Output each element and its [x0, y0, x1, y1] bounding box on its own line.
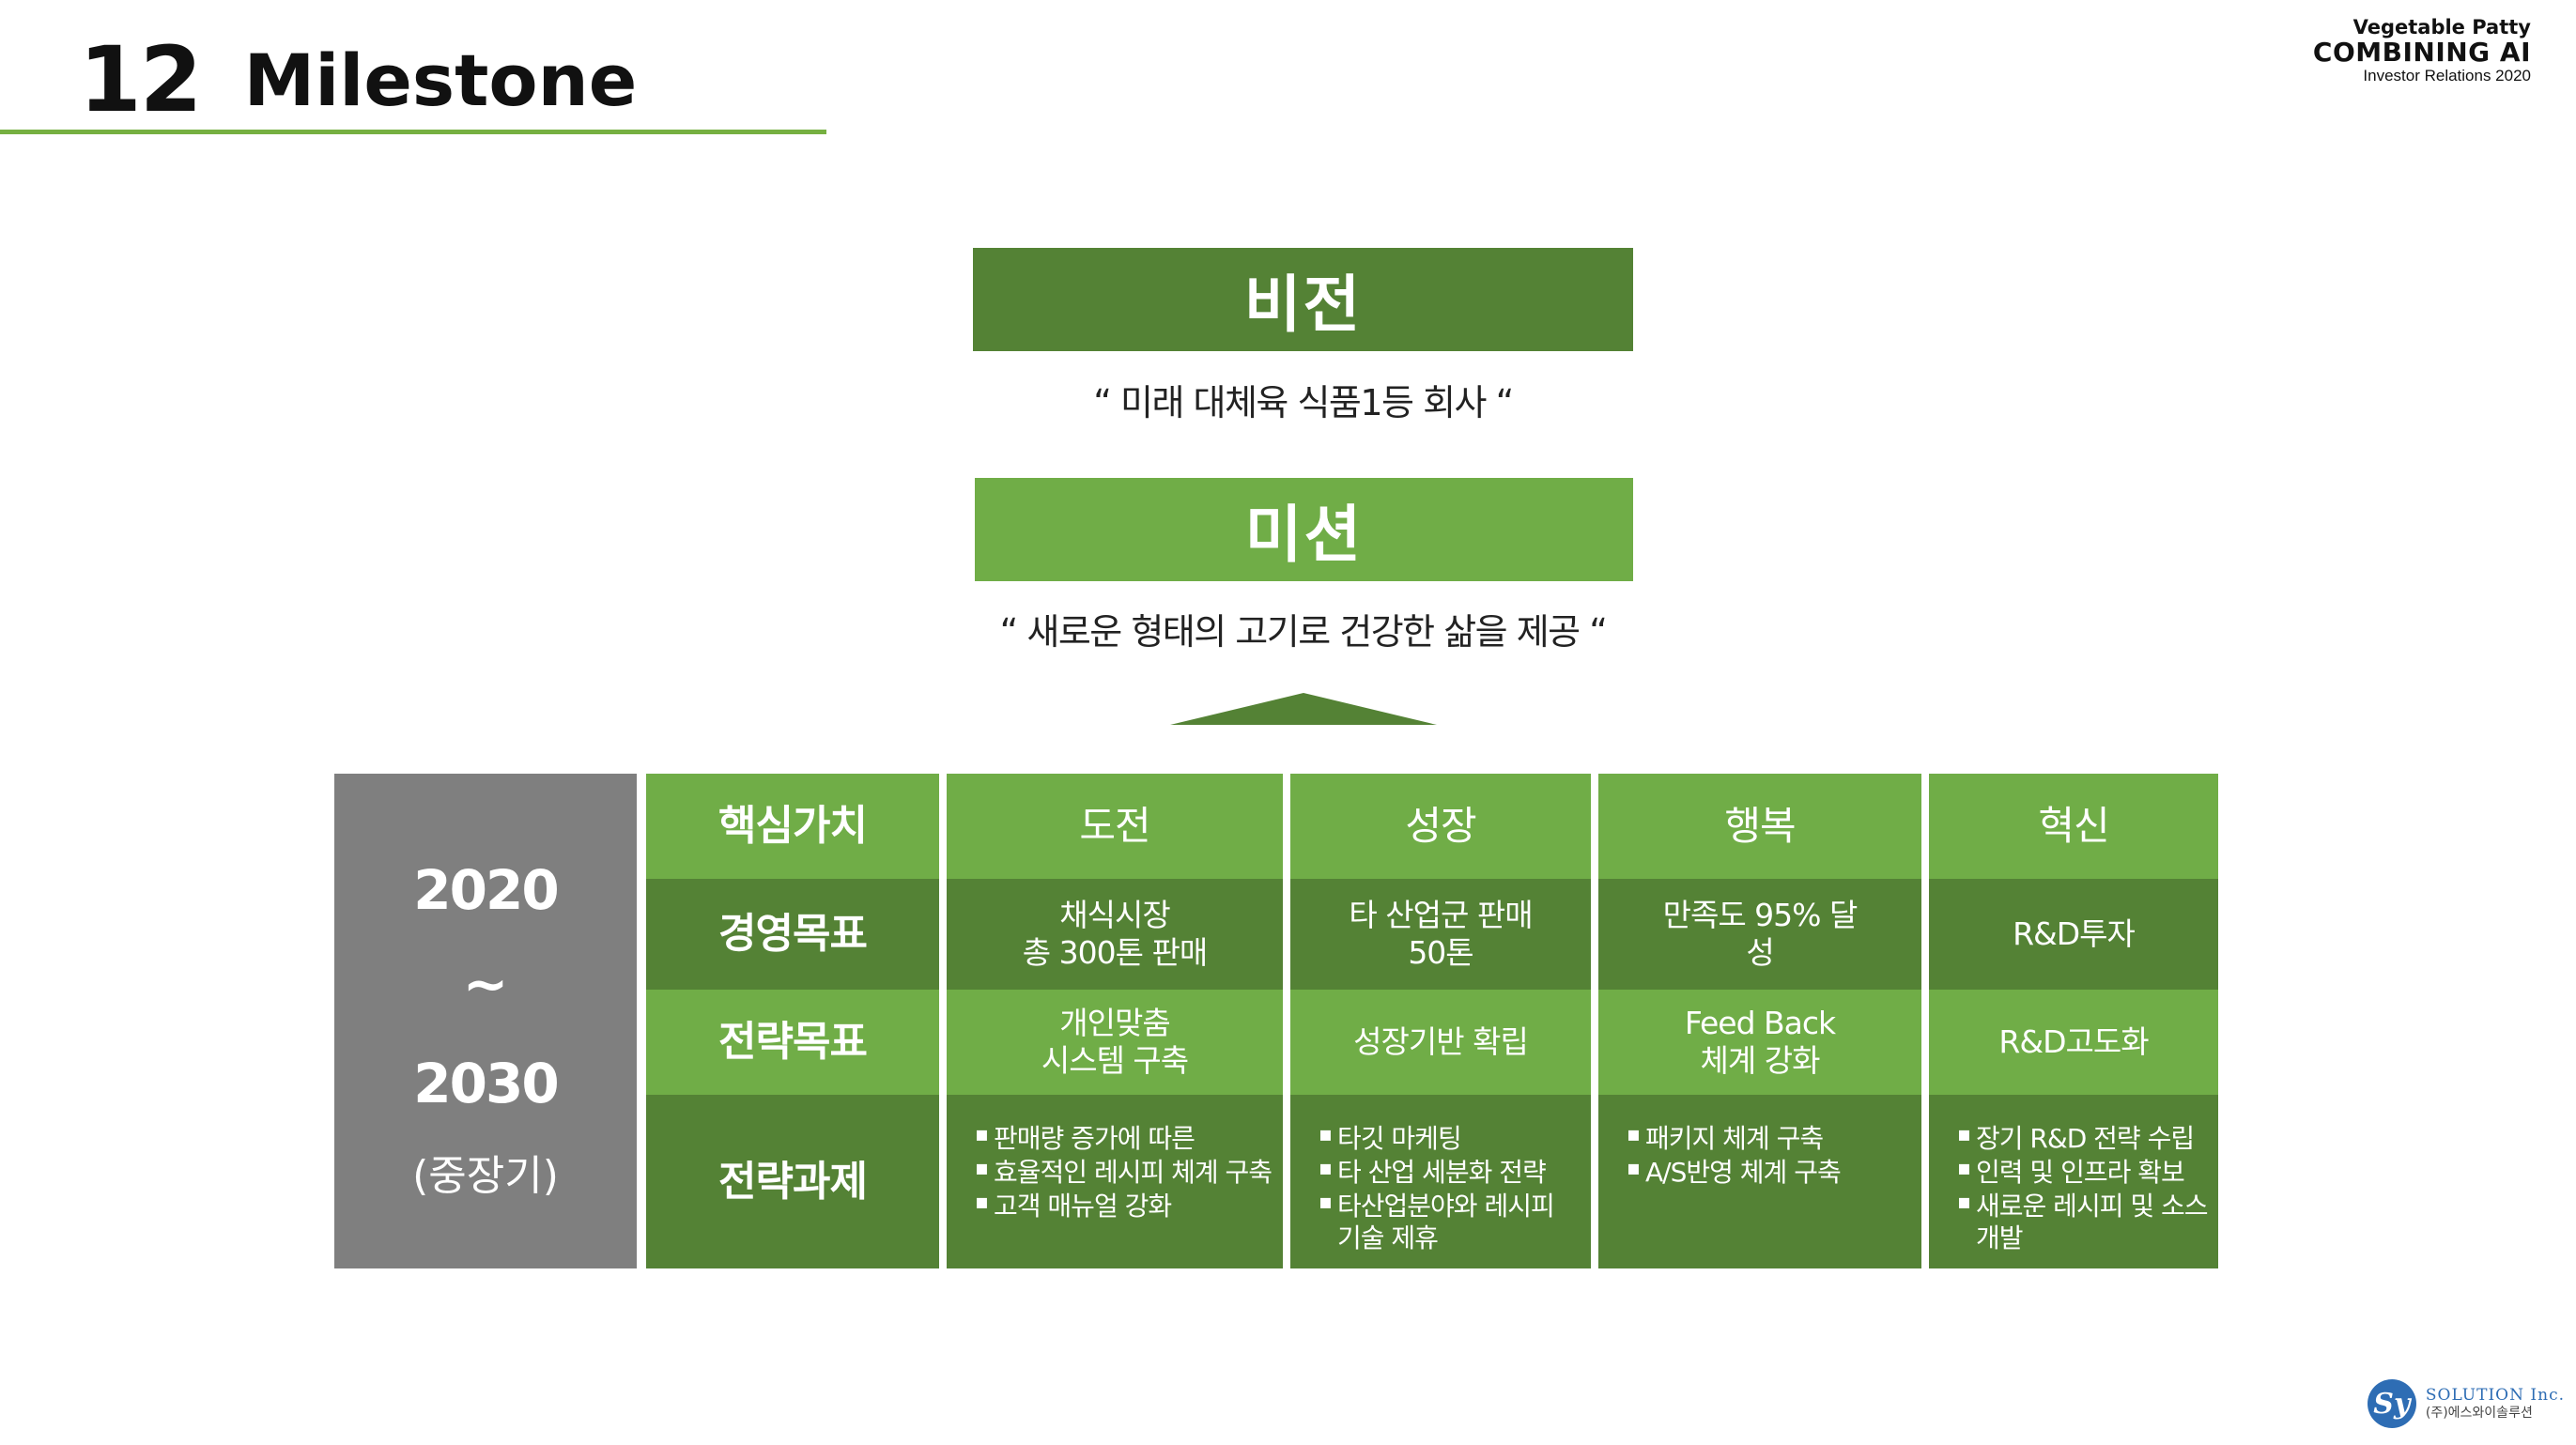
core-value-cell: 행복: [1598, 774, 1921, 879]
period-cell: 2020 ~ 2030 (중장기): [334, 774, 637, 1268]
strategic-goal-line: 체계 강화: [1700, 1042, 1821, 1079]
period-tilde: ~: [462, 952, 509, 1016]
page-title-text: Milestone: [243, 38, 638, 122]
mission-quote: “ 새로운 형태의 고기로 건강한 삶을 제공 “: [999, 611, 1608, 653]
management-goal-line: 성: [1746, 934, 1774, 971]
strategic-goal-line: R&D고도화: [1998, 1022, 2149, 1060]
task-item: 타산업분야와 레시피 기술 제휴: [1319, 1191, 1581, 1254]
mission-banner: 미션: [975, 478, 1633, 581]
strategic-goal-line: 시스템 구축: [1041, 1042, 1189, 1079]
strategic-goal-line: 개인맞춤: [1059, 1004, 1170, 1041]
strategic-goal-line: Feed Back: [1684, 1004, 1836, 1041]
task-list: 판매량 증가에 따른 효율적인 레시피 체계 구축 고객 매뉴얼 강화: [975, 1123, 1273, 1224]
strategic-task-cell: 장기 R&D 전략 수립 인력 및 인프라 확보 새로운 레시피 및 소스 개발: [1929, 1095, 2218, 1268]
triangle-arrow-icon: [1170, 693, 1437, 725]
task-item: 패키지 체계 구축: [1627, 1123, 1841, 1155]
sy-logo-icon: Sy: [2367, 1379, 2416, 1428]
management-goal-cell: 만족도 95% 달 성: [1598, 879, 1921, 990]
task-item: 타깃 마케팅: [1319, 1123, 1581, 1155]
period-note: (중장기): [412, 1152, 559, 1200]
strategic-goal-cell: Feed Back 체계 강화: [1598, 990, 1921, 1095]
vision-banner: 비전: [973, 248, 1633, 351]
title-underline: [0, 130, 826, 134]
task-item: 인력 및 인프라 확보: [1957, 1157, 2209, 1189]
management-goal-line: R&D투자: [2013, 915, 2136, 952]
brand-product: Vegetable Patty: [2352, 16, 2531, 38]
task-item: 판매량 증가에 따른: [975, 1123, 1272, 1155]
task-item: A/S반영 체계 구축: [1627, 1157, 1842, 1189]
task-item: 새로운 레시피 및 소스 개발: [1957, 1191, 2209, 1254]
task-list: 타깃 마케팅 타 산업 세분화 전략 타산업분야와 레시피 기술 제휴: [1319, 1123, 1581, 1257]
strategic-task-cell: 타깃 마케팅 타 산업 세분화 전략 타산업분야와 레시피 기술 제휴: [1290, 1095, 1591, 1268]
brand-block: Vegetable Patty COMBINING AI Investor Re…: [2312, 16, 2531, 85]
milestone-table: 핵심가치 도전 성장 행복 혁신 경영목표 채식시장 총 300톤 판매 타 산…: [646, 774, 2218, 1268]
row-label-strategic-goals: 전략목표: [646, 990, 939, 1095]
task-item: 고객 매뉴얼 강화: [975, 1191, 1272, 1222]
task-list: 패키지 체계 구축 A/S반영 체계 구축: [1627, 1123, 1842, 1191]
management-goal-cell: 타 산업군 판매 50톤: [1290, 879, 1591, 990]
core-value-cell: 성장: [1290, 774, 1591, 879]
management-goal-cell: R&D투자: [1929, 879, 2218, 990]
management-goal-cell: 채식시장 총 300톤 판매: [947, 879, 1283, 990]
vision-quote: “ 미래 대체육 식품1등 회사 “: [1093, 382, 1514, 423]
row-label-management-goals: 경영목표: [646, 879, 939, 990]
strategic-task-cell: 패키지 체계 구축 A/S반영 체계 구축: [1598, 1095, 1921, 1268]
management-goal-line: 50톤: [1408, 934, 1473, 971]
brand-tagline: COMBINING AI: [2312, 37, 2531, 69]
task-item: 타 산업 세분화 전략: [1319, 1157, 1581, 1189]
period-start-year: 2020: [413, 858, 559, 922]
strategic-goal-cell: 개인맞춤 시스템 구축: [947, 990, 1283, 1095]
row-label-strategic-tasks: 전략과제: [646, 1095, 939, 1268]
management-goal-line: 채식시장: [1059, 896, 1170, 933]
task-item: 효율적인 레시피 체계 구축: [975, 1157, 1273, 1189]
page-title: 12 Milestone: [79, 27, 638, 132]
management-goal-line: 만족도 95% 달: [1662, 896, 1859, 933]
logo-text: SOLUTION Inc. (주)에스와이솔루션: [2426, 1387, 2565, 1421]
strategic-goal-cell: R&D고도화: [1929, 990, 2218, 1095]
period-end-year: 2030: [413, 1052, 559, 1115]
management-goal-line: 타 산업군 판매: [1349, 896, 1533, 933]
core-value-cell: 도전: [947, 774, 1283, 879]
logo-subtitle: (주)에스와이솔루션: [2425, 1405, 2533, 1421]
management-goal-line: 총 300톤 판매: [1022, 934, 1208, 971]
logo-name: SOLUTION Inc.: [2425, 1386, 2565, 1406]
brand-subtitle: Investor Relations 2020: [2363, 66, 2531, 85]
task-list: 장기 R&D 전략 수립 인력 및 인프라 확보 새로운 레시피 및 소스 개발: [1957, 1123, 2209, 1257]
page-number: 12: [79, 27, 203, 132]
strategic-goal-cell: 성장기반 확립: [1290, 990, 1591, 1095]
core-value-cell: 혁신: [1929, 774, 2218, 879]
task-item: 장기 R&D 전략 수립: [1957, 1123, 2209, 1155]
row-label-core-values: 핵심가치: [646, 774, 939, 879]
strategic-goal-line: 성장기반 확립: [1353, 1022, 1529, 1060]
company-logo: Sy SOLUTION Inc. (주)에스와이솔루션: [2367, 1379, 2565, 1428]
strategic-task-cell: 판매량 증가에 따른 효율적인 레시피 체계 구축 고객 매뉴얼 강화: [947, 1095, 1283, 1268]
